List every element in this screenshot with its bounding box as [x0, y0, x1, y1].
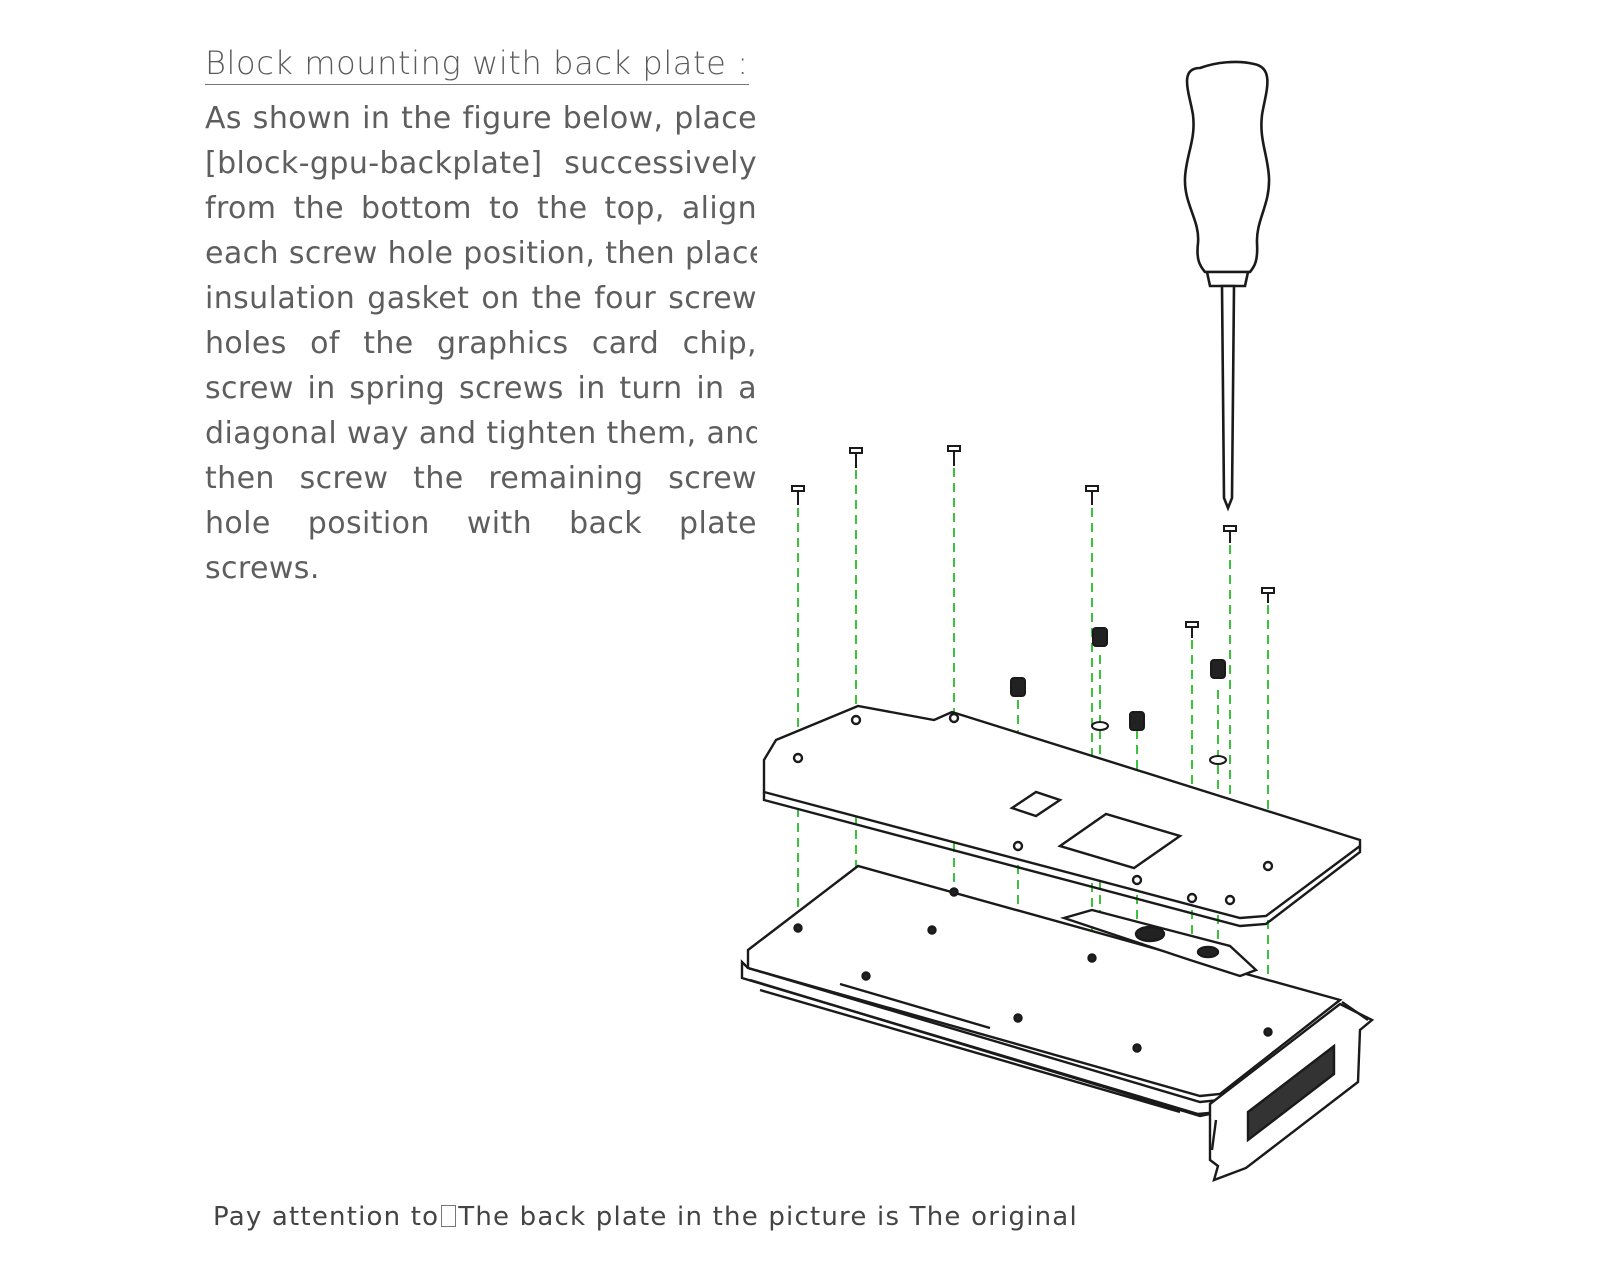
spring-screw — [1129, 711, 1145, 731]
screw — [1223, 525, 1237, 543]
back-plate-chip-window — [1057, 812, 1183, 870]
screw — [947, 445, 961, 466]
back-plate — [762, 704, 1362, 928]
screwdriver-ferrule — [1205, 270, 1250, 288]
note-prefix: Pay attention to — [213, 1202, 440, 1232]
page-title: Block mounting with back plate : — [205, 44, 749, 85]
note-text: The back plate in the picture is The ori… — [458, 1202, 1078, 1232]
screwdriver-handle — [1183, 60, 1271, 274]
instruction-line: from the bottom to the top, align — [205, 191, 757, 226]
instruction-line: [block-gpu-backplate] successively — [205, 146, 757, 181]
instruction-line: hole position with back plate — [205, 506, 757, 541]
instruction-line: insulation gasket on the four screw — [205, 281, 757, 316]
attention-note: Pay attention to The back plate in the pi… — [213, 1202, 1078, 1232]
screwdriver — [1183, 60, 1271, 512]
gpu-heat-spreader — [1059, 908, 1259, 978]
back-plate-cutout — [1009, 790, 1063, 818]
instruction-line: screws. — [205, 551, 320, 586]
spring-screw — [1010, 677, 1026, 697]
placeholder-glyph-icon — [441, 1205, 457, 1227]
instruction-paragraph: As shown in the figure below, place [blo… — [205, 96, 757, 591]
instruction-line: holes of the graphics card chip, — [205, 326, 757, 361]
instruction-line: As shown in the figure below, place — [205, 101, 757, 136]
spring-screw — [1210, 659, 1226, 679]
screw — [1085, 485, 1099, 505]
spring-screw — [1092, 627, 1108, 647]
screw — [849, 447, 863, 468]
screwdriver-shaft — [1220, 284, 1236, 512]
instruction-line: then screw the remaining screw — [205, 461, 757, 496]
screw — [1261, 587, 1275, 603]
io-ports — [1246, 1043, 1336, 1143]
screw — [791, 485, 805, 505]
insulation-gasket — [1091, 721, 1109, 731]
instruction-line: each screw hole position, then place — [205, 236, 757, 271]
instruction-line: diagonal way and tighten them, and — [205, 416, 757, 451]
instruction-line: screw in spring screws in turn in a — [205, 371, 757, 406]
insulation-gasket — [1209, 755, 1227, 765]
screw — [1185, 621, 1199, 638]
graphics-card — [740, 864, 1375, 1182]
